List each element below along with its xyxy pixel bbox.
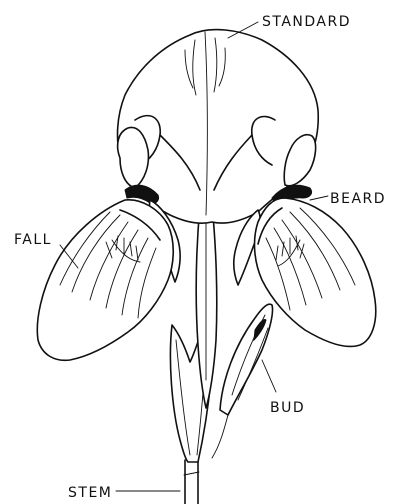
stem (184, 460, 199, 504)
right-fall-petal (255, 198, 376, 347)
label-fall: FALL (14, 232, 52, 248)
left-fall-petal (37, 200, 173, 361)
label-stem: STEM (68, 485, 112, 501)
label-beard: BEARD (330, 191, 386, 207)
label-standard: STANDARD (262, 14, 351, 30)
bud (212, 304, 273, 458)
label-bud: BUD (270, 400, 305, 416)
